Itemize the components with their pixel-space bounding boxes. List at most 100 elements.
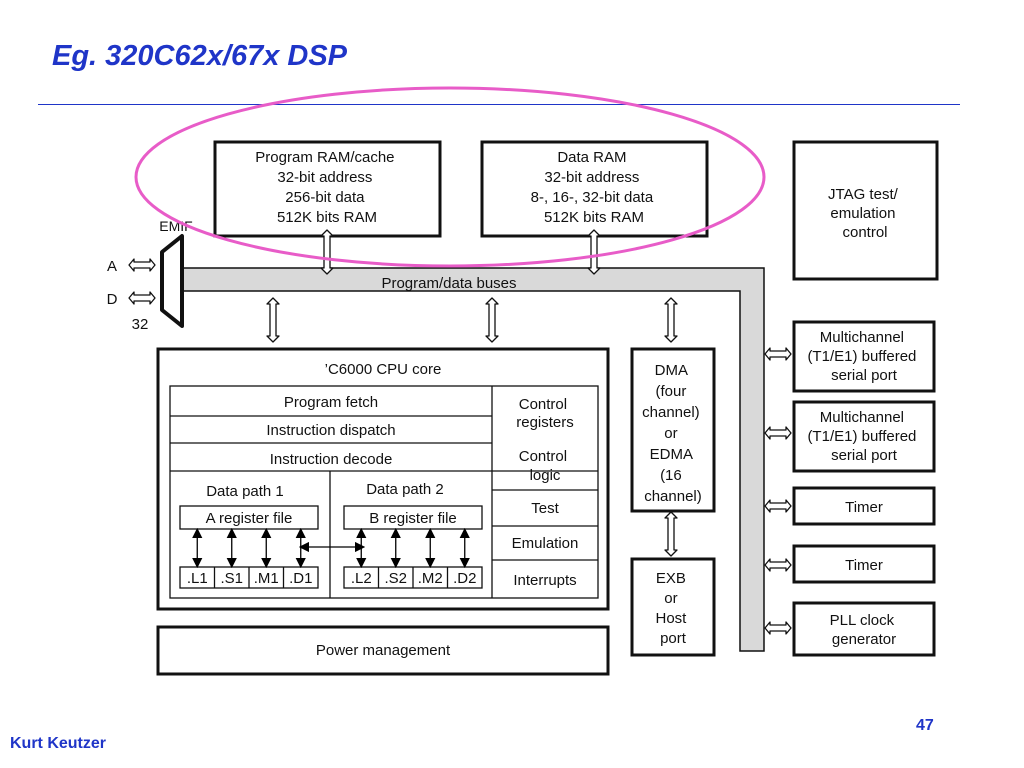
unit-b-label: .M2 (418, 570, 443, 587)
emif-d-arrow (128, 291, 156, 305)
mcbsp-1-line: Multichannel (820, 329, 904, 346)
pll-text: PLL clock generator (830, 612, 899, 648)
exb-line: or (664, 590, 677, 607)
emulation-label: Emulation (512, 535, 579, 552)
emif-label: EMIF (159, 218, 192, 234)
control-registers-line: registers (516, 414, 574, 431)
mcbsp-1-arrow (764, 347, 792, 361)
mcbsp-2-text: Multichannel (T1/E1) buffered serial por… (807, 409, 920, 464)
control-logic-line: Control (519, 448, 567, 465)
jtag-box (792, 140, 939, 281)
data-ram-line: 8-, 16-, 32-bit data (531, 189, 654, 206)
mcbsp-2-arrow (764, 426, 792, 440)
mcbsp-1-line: (T1/E1) buffered (807, 348, 916, 365)
data-ram-bus-arrow (587, 229, 601, 275)
cpu-core-title: ’C6000 CPU core (325, 361, 442, 378)
unit-labels: .L1.S1.M1.D1.L2.S2.M2.D2 (187, 570, 477, 587)
a-register-file-label: A register file (206, 510, 293, 527)
data-path-1-label: Data path 1 (206, 483, 284, 500)
instruction-dispatch-label: Instruction dispatch (266, 422, 395, 439)
data-ram-box (480, 140, 709, 238)
dma-text: DMA (four channel) or EDMA (16 channel) (642, 362, 704, 505)
interrupts-label: Interrupts (513, 572, 576, 589)
unit-b-label: .L2 (351, 570, 372, 587)
mcbsp-2-line: serial port (831, 447, 898, 464)
program-fetch-label: Program fetch (284, 394, 378, 411)
dma-line: (four (655, 383, 686, 400)
jtag-line: control (842, 224, 887, 241)
unit-b-label: .D2 (453, 570, 476, 587)
timer-1-arrow (764, 499, 792, 513)
exb-line: EXB (656, 570, 686, 587)
data-ram-text: Data RAM 32-bit address 8-, 16-, 32-bit … (531, 149, 658, 226)
unit-arrows (192, 527, 470, 569)
unit-a-label: .D1 (289, 570, 312, 587)
dma-line: channel) (644, 488, 702, 505)
jtag-line: JTAG test/ (828, 186, 899, 203)
emif-width: 32 (132, 316, 149, 333)
mcbsp-2-box (792, 400, 936, 473)
exb-text: EXB or Host port (655, 570, 690, 647)
slide-title: Eg. 320C62x/67x DSP (52, 40, 348, 72)
bus-cpu-arrow-left (266, 297, 280, 343)
emif-port-a: A (107, 258, 117, 275)
data-path-2-label: Data path 2 (366, 481, 444, 498)
a-register-file-box (179, 505, 319, 530)
emif-block (160, 234, 184, 328)
exb-box (630, 557, 716, 657)
timer-2-arrow (764, 558, 792, 572)
data-ram-line: 512K bits RAM (544, 209, 644, 226)
control-logic-line: logic (530, 467, 561, 484)
b-register-file-box (343, 505, 483, 530)
unit-dividers (213, 567, 449, 588)
program-ram-line: Program RAM/cache (255, 149, 394, 166)
mcbsp-2-line: Multichannel (820, 409, 904, 426)
data-ram-line: 32-bit address (544, 169, 639, 186)
test-label: Test (531, 500, 559, 517)
program-ram-bus-arrow (320, 229, 334, 275)
mcbsp-1-line: serial port (831, 367, 898, 384)
author-footer: Kurt Keutzer (10, 735, 107, 752)
jtag-line: emulation (830, 205, 895, 222)
program-ram-line: 256-bit data (285, 189, 365, 206)
dma-exb-arrow (664, 511, 678, 557)
bus-dma-arrow (664, 297, 678, 343)
pll-box (792, 601, 936, 657)
unit-a-label: .M1 (254, 570, 279, 587)
unit-b-label: .S2 (384, 570, 407, 587)
pll-line: PLL clock (830, 612, 895, 629)
pll-arrow (764, 621, 792, 635)
mcbsp-1-text: Multichannel (T1/E1) buffered serial por… (807, 329, 920, 384)
power-management-label: Power management (316, 642, 451, 659)
timer-1-box (792, 486, 936, 526)
timer-1-label: Timer (845, 499, 883, 516)
mcbsp-1-box (792, 320, 936, 393)
mcbsp-2-line: (T1/E1) buffered (807, 428, 916, 445)
b-register-file-label: B register file (369, 510, 457, 527)
exb-line: port (660, 630, 687, 647)
control-logic-label: Control logic (519, 448, 572, 484)
dma-line: or (664, 425, 677, 442)
exb-line: Host (655, 610, 687, 627)
memory-highlight-ellipse (134, 86, 766, 268)
power-management-box (156, 625, 610, 676)
timer-2-label: Timer (845, 557, 883, 574)
emif-a-arrow (128, 258, 156, 272)
instruction-decode-label: Instruction decode (270, 451, 393, 468)
dma-line: DMA (655, 362, 688, 379)
page-number: 47 (916, 717, 934, 734)
control-registers-label: Control registers (516, 396, 574, 431)
unit-a-label: .L1 (187, 570, 208, 587)
dma-line: (16 (660, 467, 682, 484)
dma-box (630, 347, 716, 513)
dma-line: EDMA (650, 446, 693, 463)
pll-line: generator (832, 631, 896, 648)
data-ram-line: Data RAM (557, 149, 626, 166)
cpu-inner-box (169, 385, 599, 599)
program-ram-line: 512K bits RAM (277, 209, 377, 226)
timer-2-box (792, 544, 936, 584)
program-ram-line: 32-bit address (277, 169, 372, 186)
bus-label: Program/data buses (381, 275, 516, 292)
emif-port-d: D (107, 291, 118, 308)
